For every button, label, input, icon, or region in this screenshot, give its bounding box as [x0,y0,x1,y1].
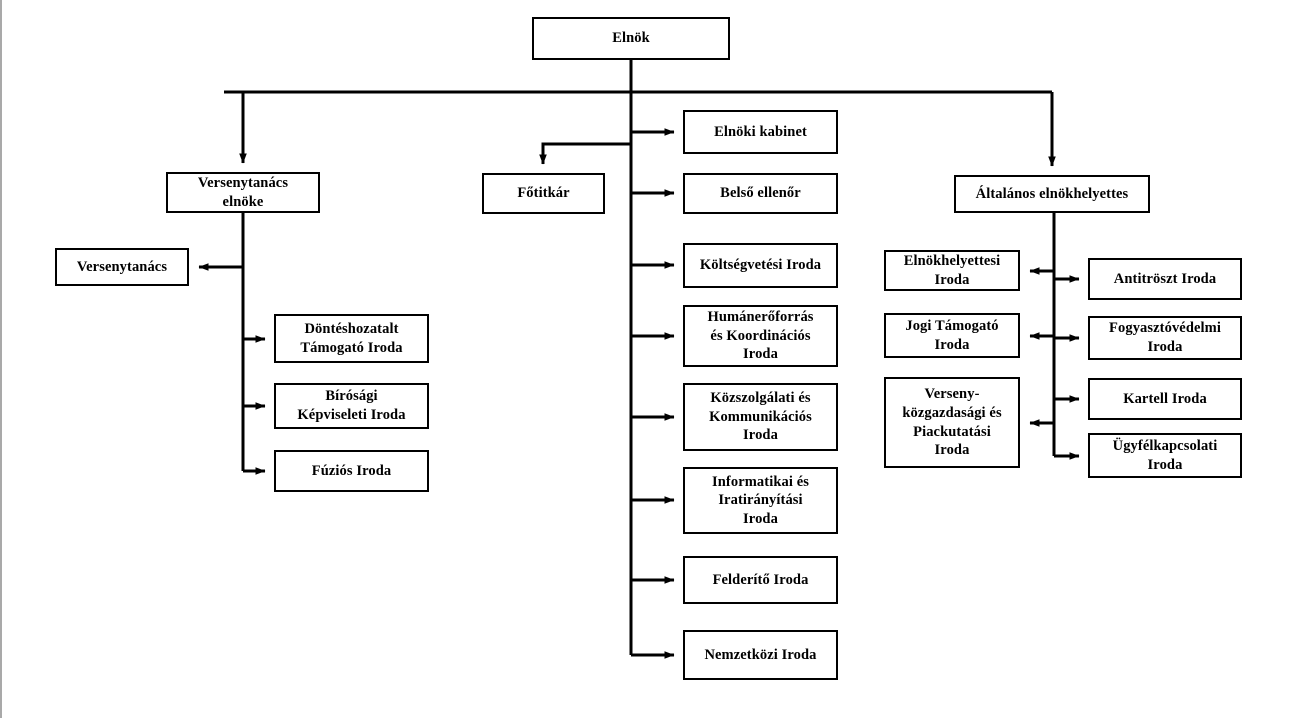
node-label-kartell-iroda: Kartell Iroda [1123,390,1207,407]
node-label-felderito-iroda: Felderítő Iroda [712,571,809,588]
node-elnok[interactable]: Elnök [532,17,730,60]
node-label-elnoki-kabinet: Elnöki kabinet [714,123,807,140]
node-fotitkar[interactable]: Főtitkár [482,173,605,214]
node-label-belso-ellenor: Belső ellenőr [720,185,801,202]
node-label-altalanos-elnokhelyettes: Általános elnökhelyettes [975,185,1129,202]
node-versenytanacs[interactable]: Versenytanács [55,248,189,286]
node-kartell-iroda[interactable]: Kartell Iroda [1088,378,1242,420]
node-label-elnok: Elnök [612,30,650,47]
node-label-versenytanacs: Versenytanács [76,258,168,275]
node-altalanos-elnokhelyettes[interactable]: Általános elnökhelyettes [954,175,1150,213]
node-nemzetkozi-iroda[interactable]: Nemzetközi Iroda [683,630,838,680]
node-antitroszt-iroda[interactable]: Antitröszt Iroda [1088,258,1242,300]
node-label-fuzios-iroda: Fúziós Iroda [311,462,392,479]
node-belso-ellenor[interactable]: Belső ellenőr [683,173,838,214]
node-elnoki-kabinet[interactable]: Elnöki kabinet [683,110,838,154]
wire-spine-to-fotitkar [539,142,631,165]
node-koltsegvetesi-iroda[interactable]: Költségvetési Iroda [683,243,838,288]
node-fuzios-iroda[interactable]: Fúziós Iroda [274,450,429,492]
node-label-nemzetkozi-iroda: Nemzetközi Iroda [704,646,817,663]
node-label-antitroszt-iroda: Antitröszt Iroda [1113,270,1217,287]
node-felderito-iroda[interactable]: Felderítő Iroda [683,556,838,604]
node-label-koltsegvetesi-iroda: Költségvetési Iroda [699,257,822,274]
node-label-fotitkar: Főtitkár [517,185,570,202]
